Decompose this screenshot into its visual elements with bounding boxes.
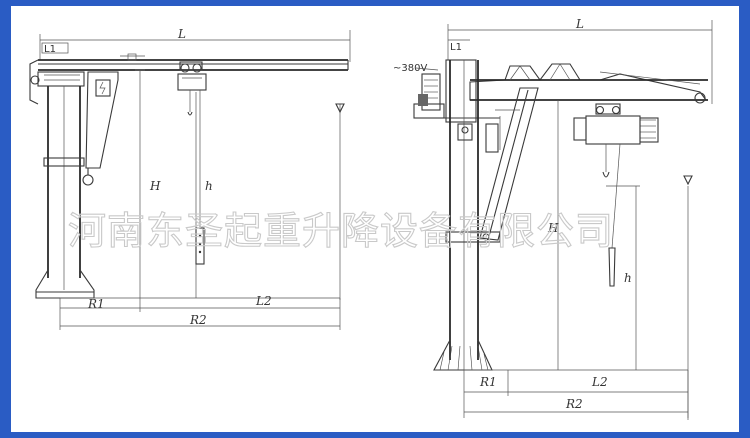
label-h-right: h (624, 271, 632, 285)
right-jib-truss (469, 63, 708, 101)
label-R1-left: R1 (87, 297, 105, 311)
label-R2-right: R2 (565, 397, 583, 411)
label-h-left: h (205, 179, 213, 193)
right-base (433, 339, 493, 371)
watermark-text: 河南东圣起重升降设备有限公司 (68, 209, 614, 253)
right-crane-diagram: L L1 ~380V (393, 17, 713, 420)
label-L2-right: L2 (591, 375, 608, 389)
label-R2-left: R2 (189, 313, 207, 327)
label-R1-right: R1 (479, 375, 497, 389)
right-pendant (608, 247, 616, 287)
label-H-right: H (547, 221, 559, 235)
label-L2-left: L2 (255, 294, 272, 308)
left-brace (85, 71, 119, 169)
drawing-panel (11, 6, 739, 432)
label-L-left: L (177, 27, 186, 41)
right-hoist-trolley (595, 103, 621, 115)
right-brace (479, 87, 539, 241)
label-L1-right: L1 (450, 42, 462, 53)
label-H-left: H (149, 179, 161, 193)
left-hoist-trolley (179, 61, 203, 71)
left-base (35, 269, 95, 299)
left-pendant (195, 227, 205, 265)
label-L1-left: L1 (44, 44, 56, 55)
left-crane-diagram: L L1 (29, 27, 351, 330)
label-voltage-right: ~380V (393, 63, 427, 74)
right-slew-motor (421, 73, 441, 111)
label-L-right: L (575, 17, 584, 31)
